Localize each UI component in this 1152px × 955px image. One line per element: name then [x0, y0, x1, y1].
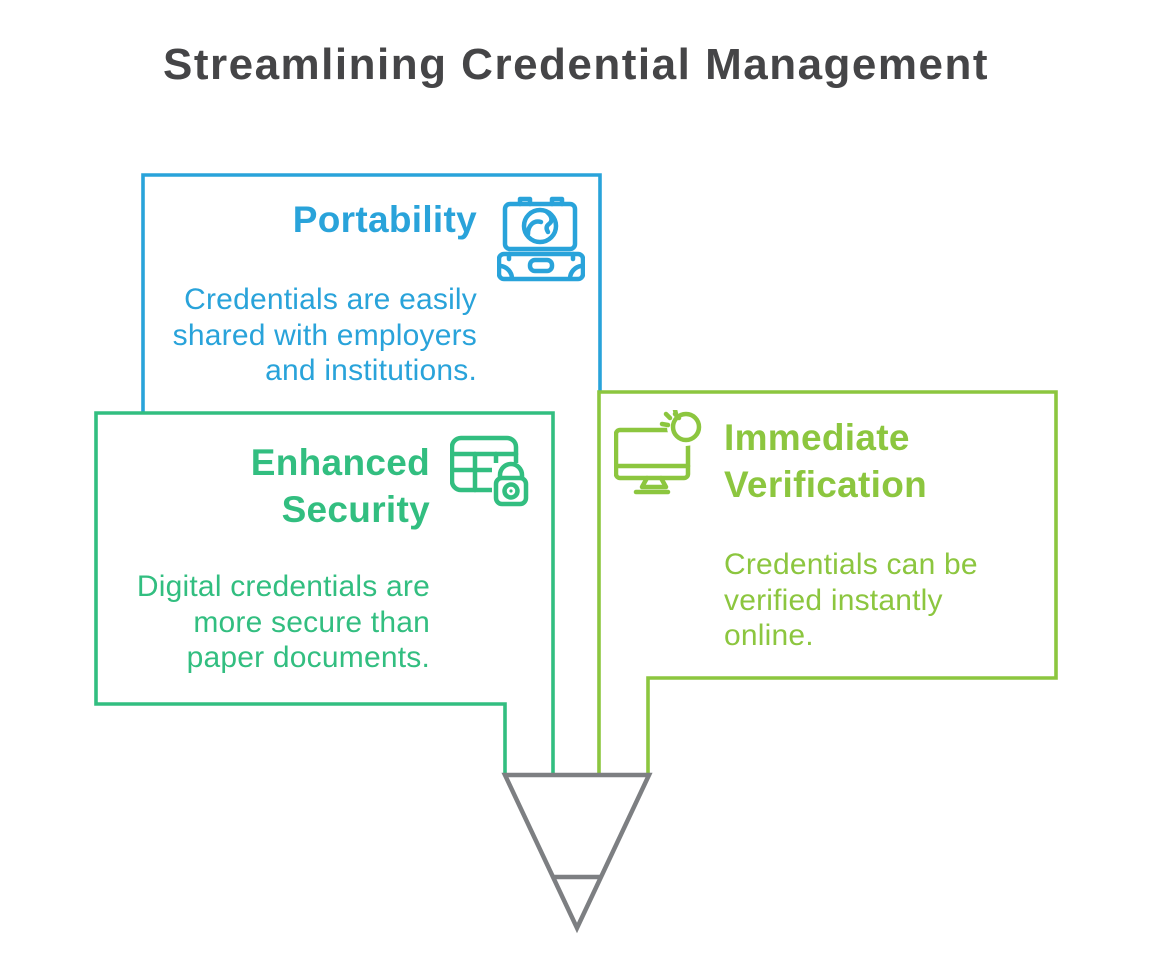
table-lock-icon: [450, 435, 534, 513]
suitcase-globe-icon: [497, 196, 585, 282]
monitor-timer-icon: [614, 410, 705, 495]
portability-card-outline: [141, 173, 602, 413]
portability-heading: Portability: [292, 199, 477, 240]
immediate-verification-body: Credentials can be verified instantly on…: [724, 548, 978, 652]
portability-body: Credentials are easily shared with emplo…: [172, 283, 477, 387]
enhanced-security-card-outline: [94, 411, 555, 775]
enhanced-security-heading: Enhanced Security: [250, 442, 430, 530]
immediate-verification-card-outline: [597, 390, 1058, 775]
enhanced-security-body: Digital credentials are more secure than…: [136, 570, 430, 674]
page-title: Streamlining Credential Management: [162, 40, 990, 89]
immediate-verification-heading: Immediate Verification: [724, 417, 928, 505]
funnel-spout: [501, 772, 653, 934]
